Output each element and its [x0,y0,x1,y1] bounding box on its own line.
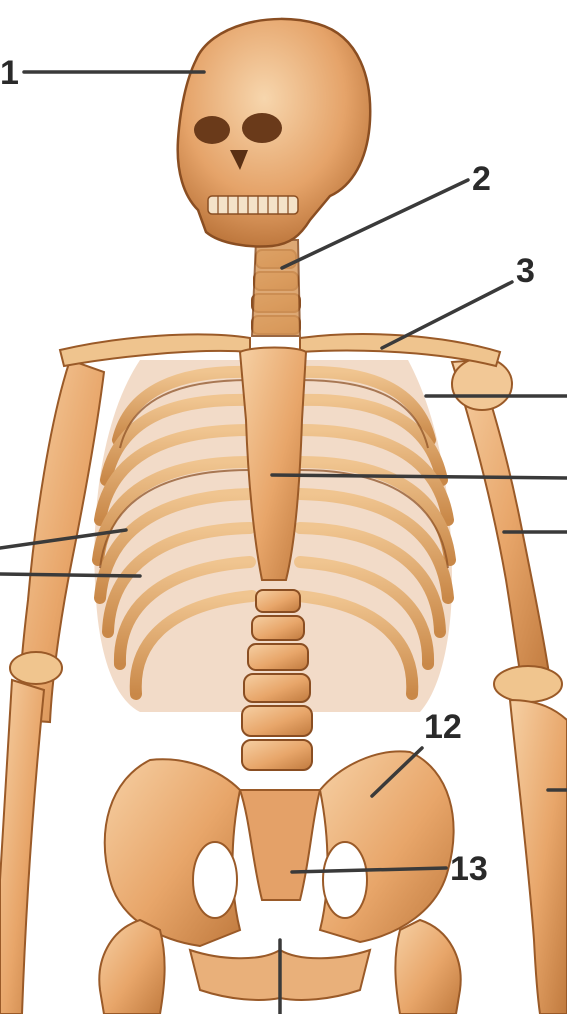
label-13: 13 [450,850,488,888]
label-2: 2 [472,160,491,198]
label-1: 1 [0,54,19,92]
label-3: 3 [516,252,535,290]
label-12: 12 [424,708,462,746]
neck [252,240,300,336]
leader-line-left-lower [0,574,140,576]
